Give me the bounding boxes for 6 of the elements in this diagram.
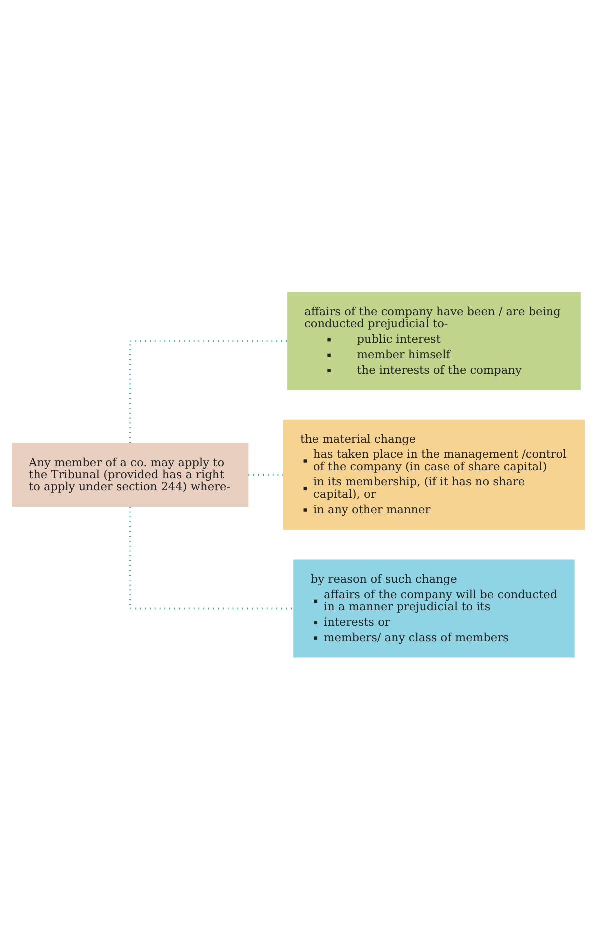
- connector: [129, 340, 288, 442]
- node-box: the material change has taken place in the management /control of the company (in case of share capital) in its membership, (if it has no share capital), or in any other manner: [284, 419, 585, 530]
- node-box: affairs of the company have been / are being conducted prejudicial to- public interest member himself the interests of the company: [288, 292, 581, 390]
- connector: [129, 506, 294, 610]
- node-box: Any member of a co. may apply to the Tribunal (provided has a right to apply under section 244) where-: [12, 442, 249, 507]
- node-box: by reason of such change affairs of the company will be conducted in a manner prejudicial to its interests or members/ any class of members: [294, 559, 575, 658]
